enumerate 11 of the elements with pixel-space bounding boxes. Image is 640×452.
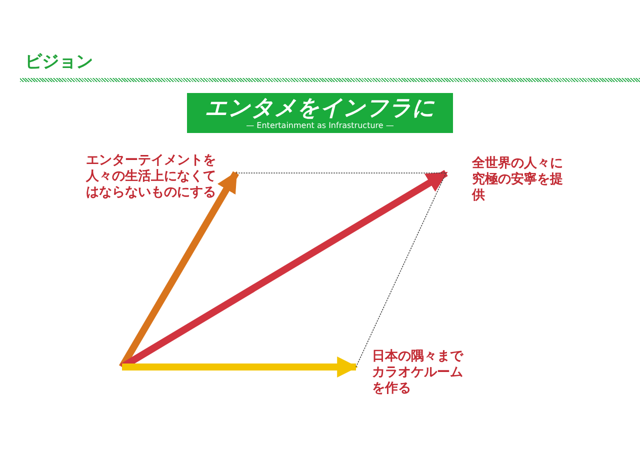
vector-label: 全世界の人々に究極の安寧を提供	[472, 156, 566, 204]
banner-subtitle: — Entertainment as Infrastructure —	[245, 121, 395, 131]
title-banner	[187, 93, 453, 133]
page-title: ビジョン	[25, 51, 93, 73]
arrow	[122, 356, 358, 378]
vector-label: 日本の隅々までカラオケルームを作る	[372, 349, 468, 397]
banner-heading: エンタメをインフラに	[204, 96, 436, 121]
vector-label: エンターテイメントを人々の生活上になくてはならないものにする	[86, 153, 220, 201]
arrow	[118, 171, 240, 369]
dotted-line	[356, 172, 446, 368]
dotted-line	[236, 172, 446, 174]
